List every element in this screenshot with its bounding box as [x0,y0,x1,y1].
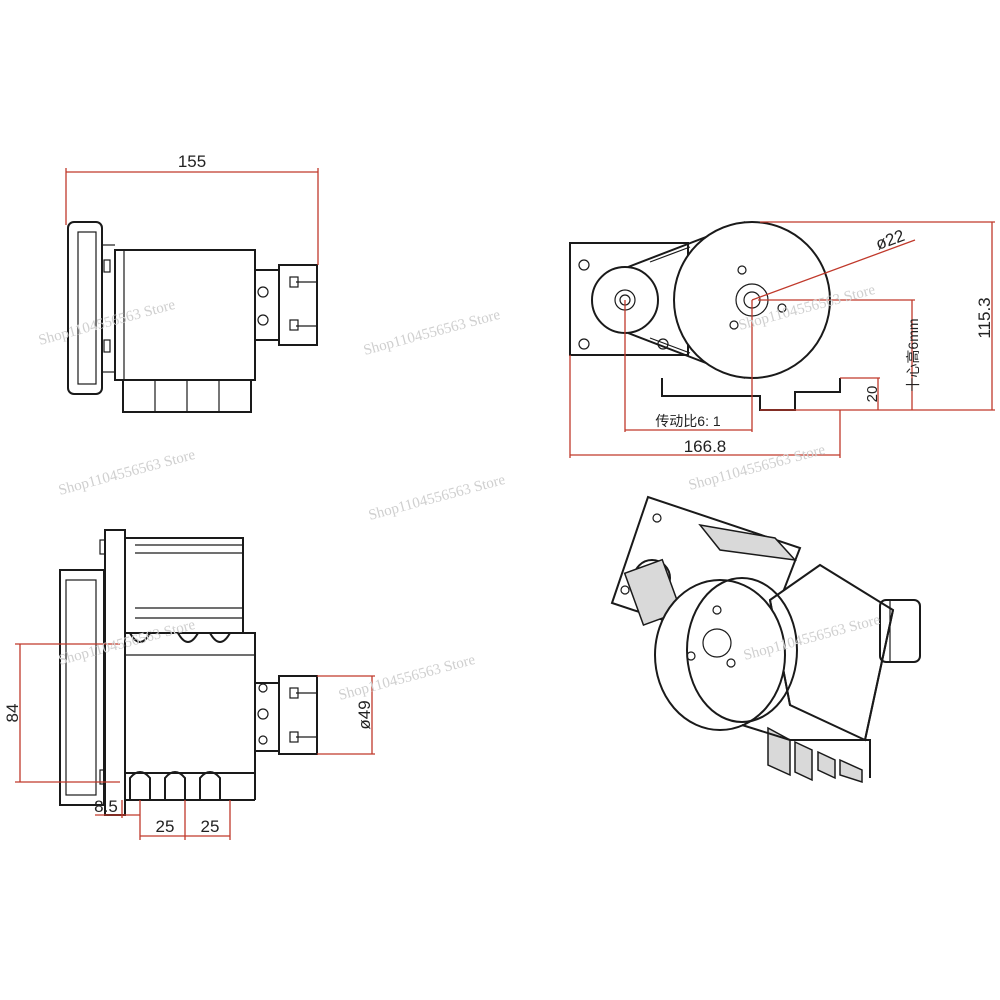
watermark-4: Shop1104556563 Store [57,447,197,499]
dim-shaft-diameter: ø49 [355,700,374,729]
dim-overall-length: 155 [178,152,206,171]
dim-width: 166.8 [684,437,727,456]
dim-wheel-bore: ø22 [873,226,907,254]
dim-edge-offset: 8.5 [94,797,118,816]
front-view: 115.3 ø22 十心高6mm 20 传动比6: 1 166.8 [569,221,995,458]
side-view-top: 155 [65,152,319,413]
watermark-1: Shop1104556563 Store [37,297,177,349]
dim-base-offset: 20 [864,386,881,403]
side-view-bottom: 84 ø49 8.5 25 25 [3,529,375,840]
dim-slot-pitch-1: 25 [156,817,175,836]
dim-drive-ratio: 传动比6: 1 [655,413,721,429]
isometric-view [610,495,921,784]
watermark-8: Shop1104556563 Store [57,617,197,669]
dim-side-height: 84 [3,704,22,723]
watermark-5: Shop1104556563 Store [367,472,507,524]
dim-slot-pitch-2: 25 [201,817,220,836]
dim-height: 115.3 [975,297,994,338]
dim-center-height: 十心高6mm [905,318,921,391]
watermark-2: Shop1104556563 Store [362,307,502,359]
watermark-7: Shop1104556563 Store [337,652,477,704]
